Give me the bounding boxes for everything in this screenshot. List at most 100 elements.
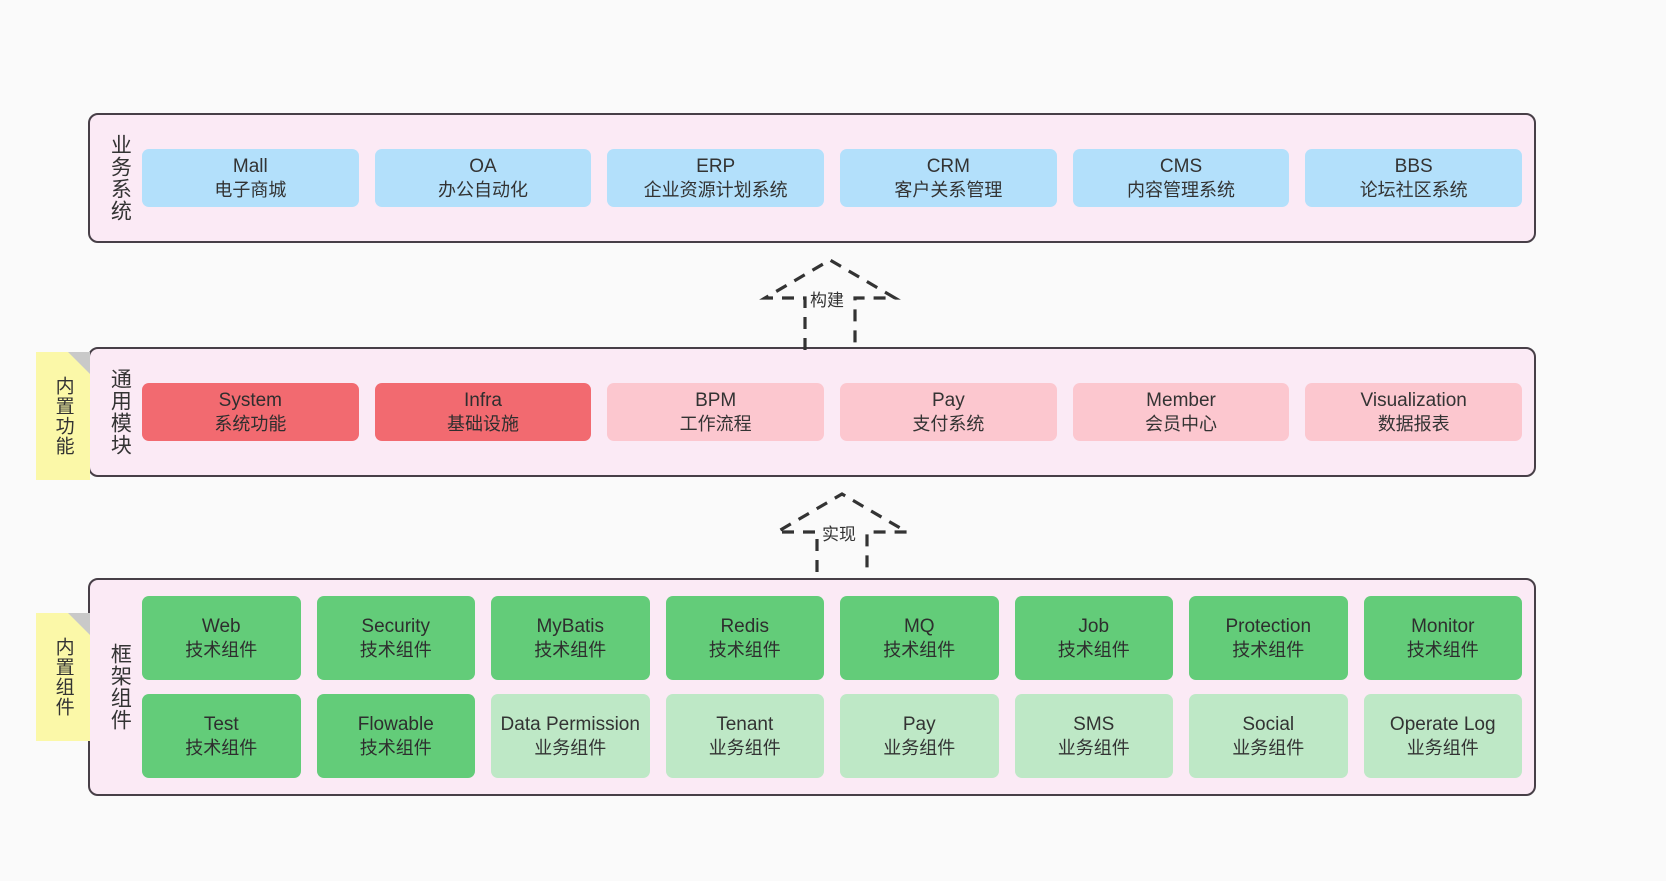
card-crm[interactable]: CRM 客户关系管理 [840, 148, 1057, 208]
card-security[interactable]: Security 技术组件 [316, 596, 475, 680]
connector-build-label: 构建 [808, 286, 846, 311]
card-subtitle: 技术组件 [1057, 639, 1130, 660]
card-title: Operate Log [1389, 713, 1496, 735]
card-pay[interactable]: Pay 支付系统 [840, 382, 1057, 442]
card-tenant[interactable]: Tenant 业务组件 [665, 694, 824, 778]
card-title: ERP [696, 155, 736, 177]
card-title: Member [1146, 389, 1216, 411]
card-row: Test 技术组件 Flowable 技术组件 Data Permission … [142, 694, 1522, 778]
card-row: System 系统功能 Infra 基础设施 BPM 工作流程 Pay 支付系统… [142, 382, 1523, 442]
note-fold-corner-icon [68, 352, 90, 374]
card-subtitle: 客户关系管理 [894, 179, 1003, 200]
note-builtin-function: 内置功能 [36, 352, 90, 480]
card-subtitle: 内容管理系统 [1127, 179, 1236, 200]
card-subtitle: 企业资源计划系统 [643, 179, 788, 200]
card-row: Mall 电子商城 OA 办公自动化 ERP 企业资源计划系统 CRM 客户关系… [142, 148, 1523, 208]
layer-label-business-system: 业务系统 [108, 134, 132, 222]
card-title: MyBatis [536, 615, 605, 637]
layer-framework-component: 框架组件 Web 技术组件 Security 技术组件 MyBatis 技术组件… [88, 578, 1536, 796]
card-subtitle: 技术组件 [185, 639, 258, 660]
card-member[interactable]: Member 会员中心 [1072, 382, 1290, 442]
card-subtitle: 技术组件 [1232, 639, 1305, 660]
note-label: 内置功能 [52, 376, 74, 456]
card-title: System [218, 389, 283, 411]
card-erp[interactable]: ERP 企业资源计划系统 [607, 148, 825, 208]
card-title: Test [203, 713, 239, 735]
card-bpm[interactable]: BPM 工作流程 [607, 382, 825, 442]
card-title: Web [201, 615, 241, 637]
card-title: CRM [926, 155, 970, 177]
card-title: Data Permission [500, 713, 640, 735]
card-cms[interactable]: CMS 内容管理系统 [1072, 148, 1290, 208]
card-subtitle: 技术组件 [359, 639, 432, 660]
card-row: Web 技术组件 Security 技术组件 MyBatis 技术组件 Redi… [142, 596, 1522, 680]
card-job[interactable]: Job 技术组件 [1014, 596, 1173, 680]
card-title: Flowable [357, 713, 434, 735]
dashed-generalization-arrow-icon [759, 258, 901, 350]
card-data-permission[interactable]: Data Permission 业务组件 [491, 694, 650, 778]
connector-implement-label: 实现 [820, 520, 858, 545]
card-title: Pay [931, 389, 965, 411]
card-monitor[interactable]: Monitor 技术组件 [1363, 596, 1522, 680]
card-web[interactable]: Web 技术组件 [142, 596, 301, 680]
layer-label-framework-component: 框架组件 [108, 643, 132, 731]
card-subtitle: 业务组件 [883, 737, 956, 758]
card-mybatis[interactable]: MyBatis 技术组件 [491, 596, 650, 680]
note-label: 内置组件 [52, 637, 74, 717]
card-pay-business[interactable]: Pay 业务组件 [840, 694, 999, 778]
layer-body-business-system: Mall 电子商城 OA 办公自动化 ERP 企业资源计划系统 CRM 客户关系… [136, 125, 1523, 231]
layer-business-system: 业务系统 Mall 电子商城 OA 办公自动化 ERP 企业资源计划系统 CRM… [88, 113, 1536, 243]
layer-body-common-module: System 系统功能 Infra 基础设施 BPM 工作流程 Pay 支付系统… [136, 359, 1523, 465]
card-oa[interactable]: OA 办公自动化 [374, 148, 592, 208]
layer-label-common-module: 通用模块 [108, 368, 132, 456]
dashed-generalization-arrow-icon [771, 492, 913, 572]
layer-common-module: 通用模块 System 系统功能 Infra 基础设施 BPM 工作流程 Pay… [88, 347, 1536, 477]
note-builtin-component: 内置组件 [36, 613, 90, 741]
card-flowable[interactable]: Flowable 技术组件 [316, 694, 475, 778]
card-system[interactable]: System 系统功能 [142, 382, 359, 442]
card-title: Pay [902, 713, 936, 735]
card-title: OA [469, 155, 497, 177]
layer-body-framework-component: Web 技术组件 Security 技术组件 MyBatis 技术组件 Redi… [136, 590, 1522, 784]
card-title: Social [1242, 713, 1295, 735]
card-title: Visualization [1360, 389, 1467, 411]
card-subtitle: 业务组件 [1406, 737, 1479, 758]
card-test[interactable]: Test 技术组件 [142, 694, 301, 778]
card-title: Monitor [1411, 615, 1475, 637]
card-subtitle: 电子商城 [214, 179, 287, 200]
connector-build-arrow: 构建 [759, 258, 901, 350]
card-title: Protection [1225, 615, 1312, 637]
note-fold-corner-icon [68, 613, 90, 635]
card-subtitle: 业务组件 [1232, 737, 1305, 758]
card-title: Tenant [716, 713, 774, 735]
card-protection[interactable]: Protection 技术组件 [1189, 596, 1348, 680]
card-social[interactable]: Social 业务组件 [1189, 694, 1348, 778]
card-subtitle: 数据报表 [1377, 413, 1450, 434]
card-title: CMS [1159, 155, 1203, 177]
card-subtitle: 技术组件 [883, 639, 956, 660]
connector-implement-arrow: 实现 [771, 492, 913, 572]
card-redis[interactable]: Redis 技术组件 [665, 596, 824, 680]
card-subtitle: 工作流程 [679, 413, 752, 434]
card-subtitle: 业务组件 [708, 737, 781, 758]
card-title: Security [361, 615, 431, 637]
card-title: MQ [903, 615, 935, 637]
card-bbs[interactable]: BBS 论坛社区系统 [1305, 148, 1523, 208]
card-mall[interactable]: Mall 电子商城 [142, 148, 359, 208]
card-subtitle: 技术组件 [534, 639, 607, 660]
card-subtitle: 技术组件 [708, 639, 781, 660]
card-subtitle: 支付系统 [912, 413, 985, 434]
card-subtitle: 业务组件 [1057, 737, 1130, 758]
card-subtitle: 办公自动化 [438, 179, 528, 200]
card-title: Mall [232, 155, 268, 177]
card-subtitle: 技术组件 [1406, 639, 1479, 660]
card-visualization[interactable]: Visualization 数据报表 [1305, 382, 1523, 442]
card-title: Infra [463, 389, 503, 411]
card-subtitle: 论坛社区系统 [1359, 179, 1468, 200]
card-mq[interactable]: MQ 技术组件 [840, 596, 999, 680]
card-sms[interactable]: SMS 业务组件 [1014, 694, 1173, 778]
card-subtitle: 系统功能 [214, 413, 287, 434]
card-title: SMS [1073, 713, 1115, 735]
card-infra[interactable]: Infra 基础设施 [374, 382, 592, 442]
card-operate-log[interactable]: Operate Log 业务组件 [1363, 694, 1522, 778]
